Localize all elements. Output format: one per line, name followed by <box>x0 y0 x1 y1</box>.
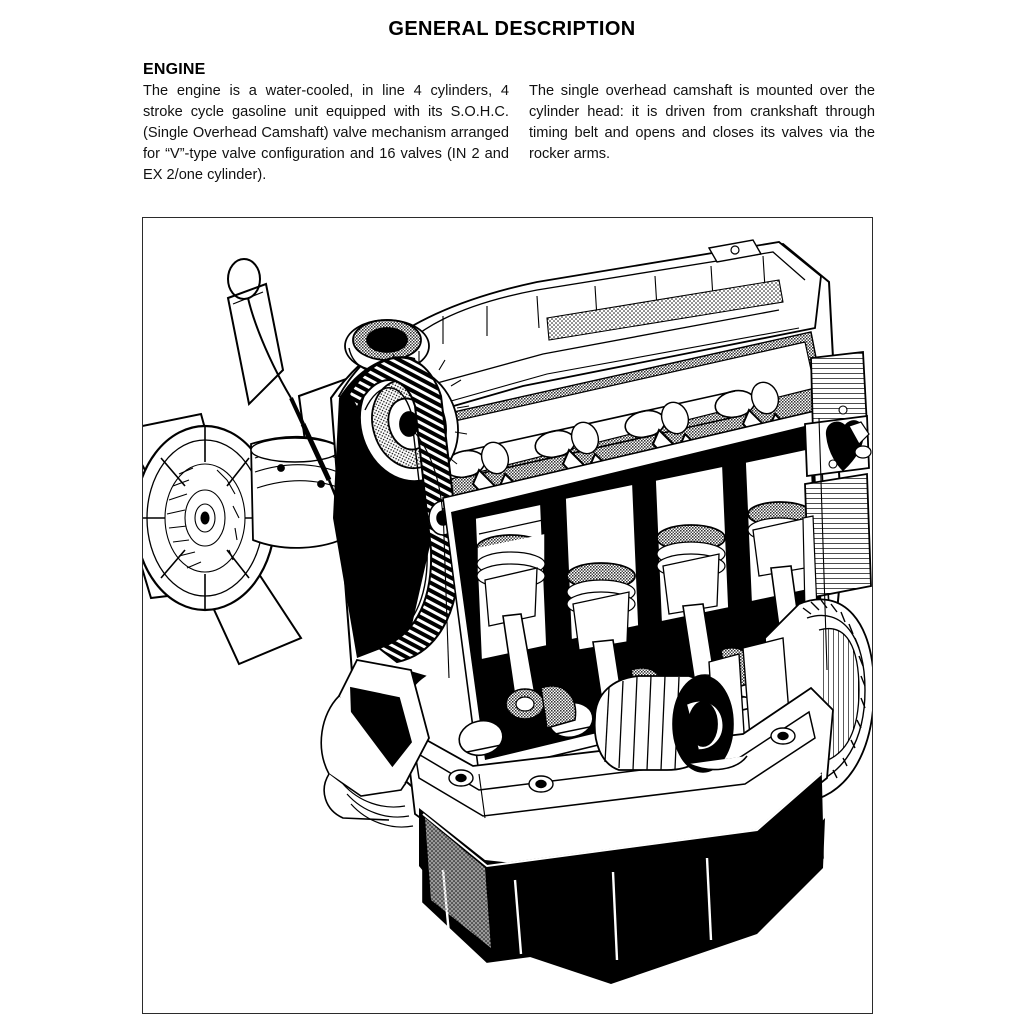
page-title: GENERAL DESCRIPTION <box>388 18 636 41</box>
intake-manifold-group <box>802 350 872 613</box>
left-column-paragraph: The engine is a water-cooled, in line 4 … <box>143 83 509 183</box>
oil-filter-group <box>593 675 748 773</box>
body-text-left-column: The engine is a water-cooled, in line 4 … <box>143 81 509 186</box>
figure-frame <box>142 217 873 1014</box>
body-text-right-column: The single overhead camshaft is mounted … <box>529 81 875 165</box>
cooling-fan-group <box>143 258 425 666</box>
figure-stage <box>143 218 872 1013</box>
engine-cutaway-icon <box>143 218 872 1013</box>
oil-pan-group <box>403 686 834 984</box>
cylinder-head-cover-group <box>337 239 822 425</box>
right-column-paragraph: The single overhead camshaft is mounted … <box>529 83 875 162</box>
front-cover-group <box>320 658 430 828</box>
detail-lines <box>410 417 828 819</box>
section-heading-engine: ENGINE <box>143 61 206 79</box>
